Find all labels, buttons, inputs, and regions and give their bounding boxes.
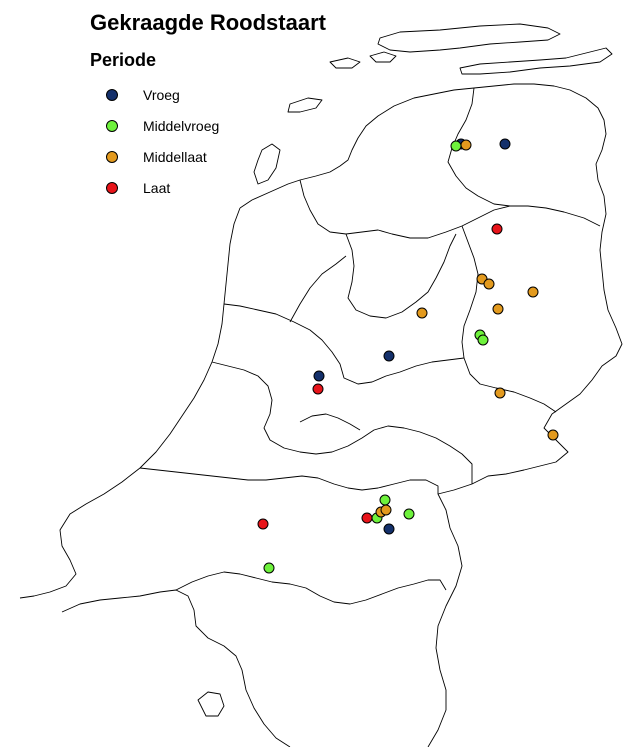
marker-laat-3: [257, 518, 269, 530]
marker-middellaat-4: [527, 286, 539, 298]
marker-vroeg-3: [383, 350, 395, 362]
marker-middellaat-8: [547, 429, 559, 441]
marker-middelvroeg-5: [403, 508, 415, 520]
marker-middellaat-7: [494, 387, 506, 399]
marker-middelvroeg-4: [379, 494, 391, 506]
province-borders: [19, 23, 623, 747]
legend-dot-vroeg: [106, 88, 118, 101]
legend: Vroeg Middelvroeg Middellaat Laat: [106, 79, 219, 203]
marker-middellaat-6: [416, 307, 428, 319]
marker-middellaat-5: [492, 303, 504, 315]
marker-middellaat-1: [460, 139, 472, 151]
marker-middelvroeg-1: [450, 140, 462, 152]
legend-dot-laat: [106, 181, 118, 194]
legend-item-middelvroeg: Middelvroeg: [106, 110, 219, 141]
marker-middellaat-3: [483, 278, 495, 290]
marker-laat-4: [361, 512, 373, 524]
marker-laat-2: [312, 383, 324, 395]
legend-title: Periode: [90, 50, 157, 70]
legend-label-laat: Laat: [143, 179, 171, 196]
legend-label-middellaat: Middellaat: [143, 148, 207, 165]
marker-laat-1: [491, 223, 503, 235]
legend-label-middelvroeg: Middelvroeg: [143, 117, 220, 134]
observation-markers: [257, 138, 559, 574]
marker-middelvroeg-3: [477, 334, 489, 346]
legend-item-vroeg: Vroeg: [106, 79, 219, 110]
marker-vroeg-4: [313, 370, 325, 382]
legend-item-middellaat: Middellaat: [106, 141, 219, 172]
legend-label-vroeg: Vroeg: [143, 86, 180, 103]
marker-middellaat-10: [380, 504, 392, 516]
marker-vroeg-5: [383, 523, 395, 535]
legend-dot-middellaat: [106, 150, 118, 163]
marker-vroeg-2: [499, 138, 511, 150]
legend-item-laat: Laat: [106, 172, 219, 203]
legend-dot-middelvroeg: [106, 119, 118, 132]
marker-middelvroeg-7: [263, 562, 275, 574]
map-title: Gekraagde Roodstaart: [90, 10, 326, 35]
